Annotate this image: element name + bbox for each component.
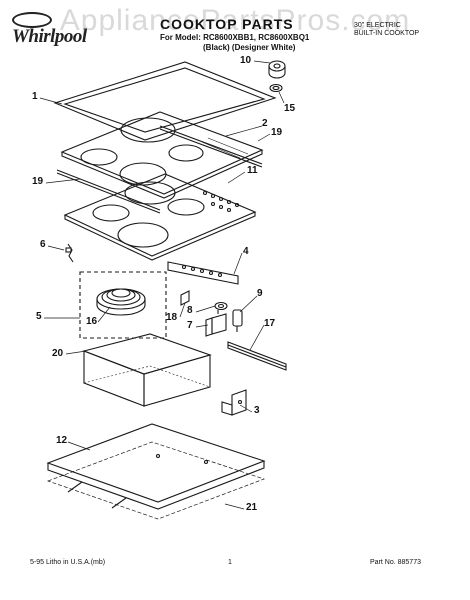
callout-19-right: 19 — [271, 127, 283, 138]
callout-15: 15 — [284, 103, 296, 114]
part-17-wire-channel — [227, 341, 287, 371]
callout-18: 18 — [166, 312, 178, 323]
part-10-knob — [268, 60, 286, 79]
callout-11: 11 — [247, 165, 258, 176]
color-variants: (Black) (Designer White) — [203, 43, 296, 52]
part-4-switch-bracket — [167, 261, 239, 285]
part-21-bottom-panel — [46, 441, 266, 520]
model-line: For Model: RC8600XBB1, RC8600XBQ1 — [160, 33, 310, 42]
brand-logo: Whirlpool — [12, 26, 87, 47]
callout-7: 7 — [187, 320, 193, 331]
print-info: 5-95 Litho in U.S.A.(mb) — [30, 559, 106, 566]
part-6-clip — [65, 243, 74, 263]
callout-21: 21 — [246, 502, 258, 513]
appliance-type-line1: 30" ELECTRIC — [354, 22, 401, 29]
callout-4: 4 — [243, 246, 249, 257]
callout-16: 16 — [86, 316, 98, 327]
part-number: Part No. 885773 — [370, 559, 421, 566]
part-11-burner-plate — [63, 173, 257, 261]
callout-3: 3 — [254, 405, 260, 416]
watermark: AppliancePartsPros.com — [59, 4, 411, 37]
part-8-grommet — [214, 301, 228, 311]
part-3-bracket — [221, 389, 247, 416]
part-2-glass-cooktop — [60, 111, 264, 199]
appliance-type-line2: BUILT-IN COOKTOP — [354, 30, 420, 37]
part-9-indicator-lamp — [232, 309, 243, 332]
callout-19-left: 19 — [32, 176, 44, 187]
callout-5: 5 — [36, 311, 42, 322]
part-16-radiant-element — [96, 288, 146, 316]
page-number: 1 — [228, 559, 232, 566]
part-19-seal-left — [56, 169, 161, 214]
callout-1: 1 — [32, 91, 38, 102]
part-19-seal-right — [159, 125, 263, 168]
part-5-element-assembly — [79, 271, 167, 339]
part-12-lower-housing — [46, 423, 266, 510]
callout-2: 2 — [262, 118, 268, 129]
part-15-knob-ring — [269, 83, 283, 93]
callout-20: 20 — [52, 348, 64, 359]
part-1-frame-trim — [53, 61, 277, 141]
callout-10: 10 — [240, 55, 252, 66]
part-20-burner-box — [82, 333, 212, 407]
callout-9: 9 — [257, 288, 263, 299]
part-7-switch — [205, 310, 227, 337]
page-title: COOKTOP PARTS — [160, 16, 294, 32]
callout-17: 17 — [264, 318, 276, 329]
part-18-insulator — [180, 290, 190, 306]
callout-8: 8 — [187, 305, 193, 316]
brand-logo-mark — [12, 12, 52, 28]
callout-12: 12 — [56, 435, 68, 446]
callout-6: 6 — [40, 239, 46, 250]
